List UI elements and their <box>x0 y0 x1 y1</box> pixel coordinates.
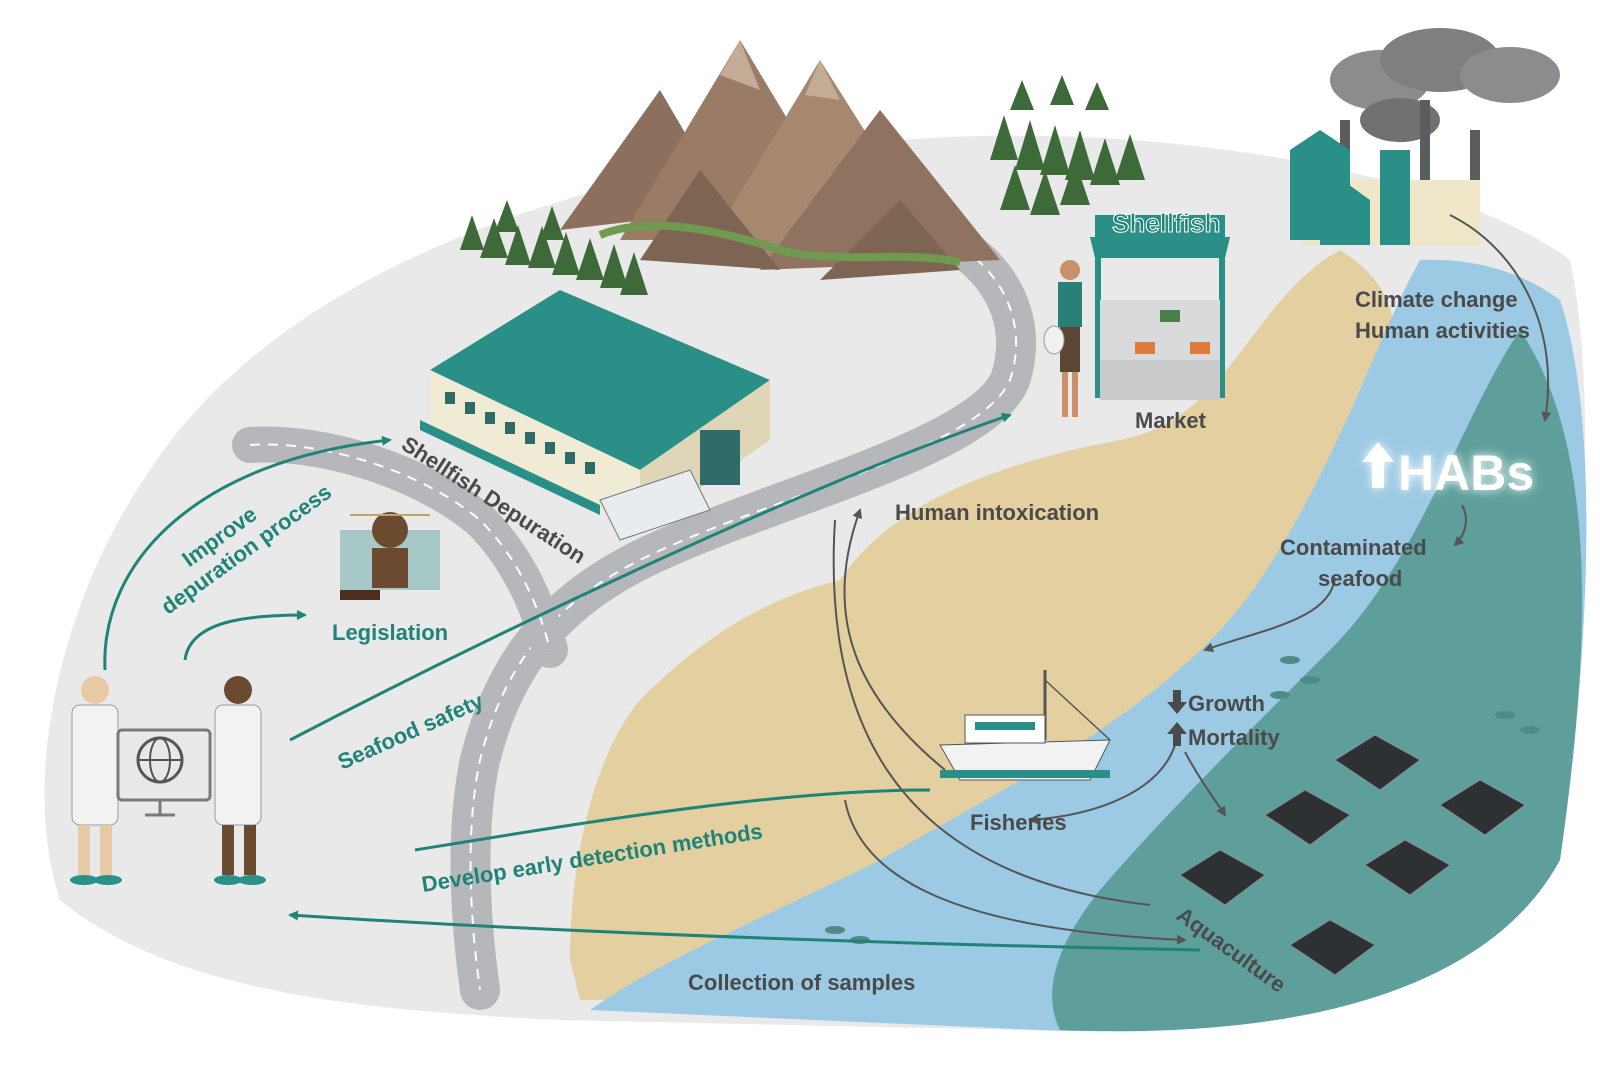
fishing-boat <box>939 670 1111 781</box>
human-activities-label: Human activities <box>1355 318 1530 343</box>
arrow-habs-to-contaminated <box>1453 504 1467 547</box>
arrow-legislation <box>183 610 307 661</box>
arrow-seafood-safety <box>289 412 1012 742</box>
forest-right <box>990 75 1145 215</box>
arrow-collection <box>288 910 1201 952</box>
market-stall <box>1090 215 1230 400</box>
habs-heading: HABs <box>1362 442 1534 501</box>
scientist-right <box>214 676 266 885</box>
mountain-range <box>560 40 1000 280</box>
fisheries-label: Fisheries <box>970 810 1067 835</box>
gray-arrows <box>832 214 1552 945</box>
arrow-fisheries-to-intoxication <box>843 508 946 771</box>
up-arrow-icon-mortality <box>1167 722 1187 746</box>
mortality-label: Mortality <box>1188 725 1280 750</box>
legislation-label: Legislation <box>332 620 448 645</box>
down-arrow-icon <box>1167 690 1187 714</box>
market-sign-label: Shellfish <box>1112 208 1220 238</box>
depuration-building <box>420 290 770 541</box>
contaminated-label: Contaminated <box>1280 535 1427 560</box>
collection-samples-label: Collection of samples <box>688 970 915 995</box>
teal-arrows <box>103 412 1201 952</box>
arrow-improve <box>103 435 392 671</box>
arrow-detection-to-aquaculture <box>844 799 1187 945</box>
road-network <box>232 210 1037 1010</box>
up-arrow-icon <box>1362 442 1394 488</box>
globe-icon <box>116 728 212 817</box>
habs-label: HABs <box>1398 445 1534 501</box>
seafood-label: seafood <box>1318 566 1402 591</box>
climate-change-label: Climate change <box>1355 287 1518 312</box>
growth-label: Growth <box>1188 691 1265 716</box>
arrow-to-aquaculture <box>1184 751 1227 817</box>
market-customer <box>1043 260 1082 417</box>
scientist-left <box>70 676 122 885</box>
justice-scale-icon <box>340 512 440 600</box>
arrow-factory-to-habs <box>1449 214 1552 422</box>
beach-sand <box>570 250 1394 1000</box>
human-intoxication-label: Human intoxication <box>895 500 1099 525</box>
factory <box>1290 28 1560 245</box>
arrow-to-fisheries <box>1028 744 1176 825</box>
arrow-develop-detection <box>414 788 931 852</box>
market-label: Market <box>1135 408 1207 433</box>
forest-left <box>460 200 648 295</box>
arrow-contaminated-to-cages <box>1203 577 1336 652</box>
aquaculture-cages <box>1179 734 1526 976</box>
arrow-aquaculture-to-intoxication <box>832 519 1151 906</box>
